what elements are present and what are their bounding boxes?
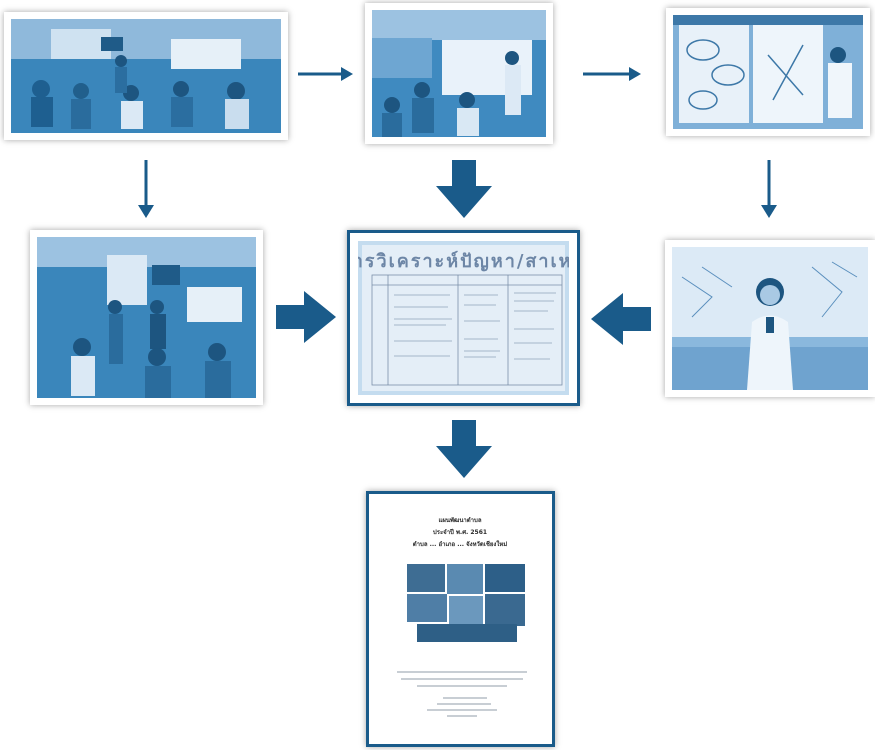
photo-speaker-woman (665, 240, 875, 397)
document-cover-image: แผนพัฒนาตำบล ประจำปี พ.ศ. 2561 ตำบล ... … (377, 502, 544, 736)
photo-document-cover: แผนพัฒนาตำบล ประจำปี พ.ศ. 2561 ตำบล ... … (366, 491, 555, 747)
photo-presenter-whiteboard (365, 3, 553, 144)
document-line-3: ตำบล ... อำเภอ ... จังหวัดเชียงใหม่ (413, 540, 507, 548)
photo-mind-map-presenter (666, 8, 870, 136)
arrow-down-right (761, 160, 777, 218)
arrow-right-2 (583, 67, 641, 81)
arrow-thick-right-to-chart (276, 291, 336, 343)
mind-map-presenter-image (673, 15, 863, 129)
meeting-hall-1-image (11, 19, 281, 133)
photo-meeting-hall-1 (4, 12, 288, 140)
document-line-2: ประจำปี พ.ศ. 2561 (433, 528, 487, 536)
speaker-woman-image (672, 247, 868, 390)
arrow-thick-down-bottom (436, 420, 492, 478)
arrow-thick-left-to-chart (591, 293, 651, 345)
board-title: การวิเคราะห์ปัญหา/สาเหตุ (358, 250, 569, 273)
photo-analysis-chart: การวิเคราะห์ปัญหา/สาเหตุ (347, 230, 580, 406)
analysis-chart-image: การวิเคราะห์ปัญหา/สาเหตุ (358, 241, 569, 395)
presenter-whiteboard-image (372, 10, 546, 137)
meeting-hall-2-image (37, 237, 256, 398)
arrow-thick-down-top (436, 160, 492, 218)
document-line-1: แผนพัฒนาตำบล (438, 516, 481, 524)
photo-meeting-hall-2 (30, 230, 263, 405)
arrow-right-1 (298, 67, 353, 81)
arrow-down-left (138, 160, 154, 218)
